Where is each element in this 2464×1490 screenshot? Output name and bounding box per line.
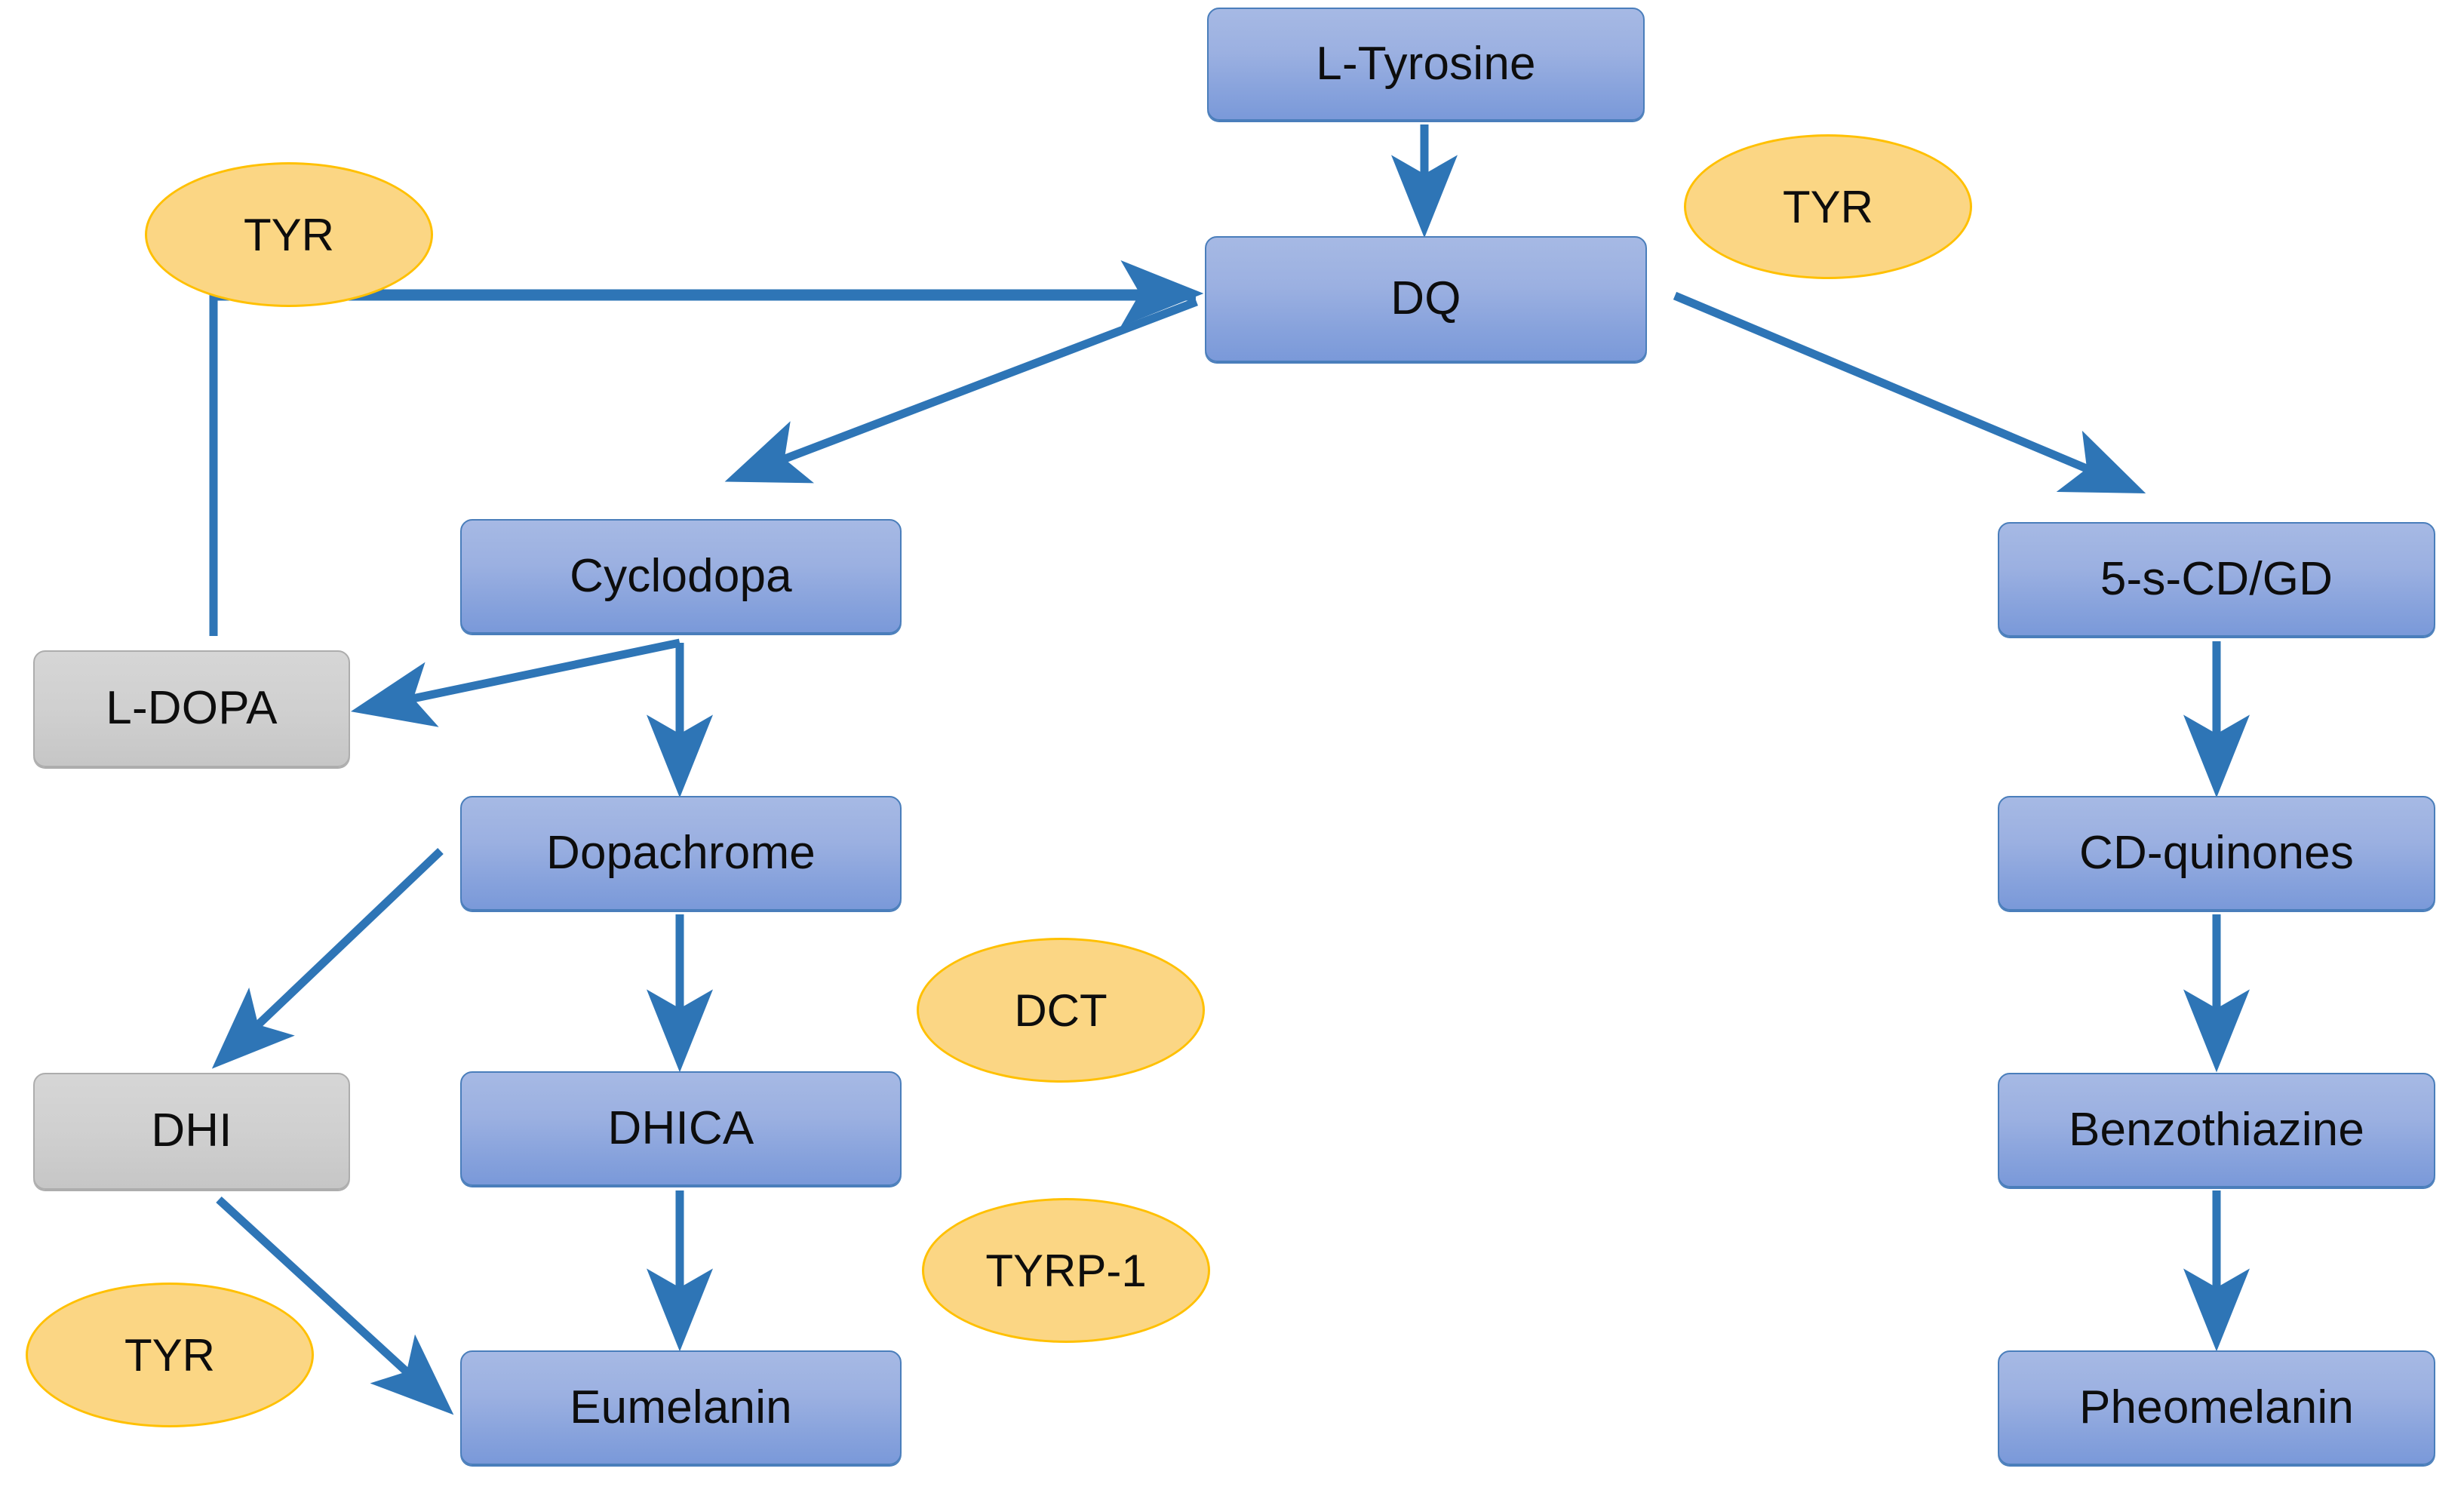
node-dhi[interactable]: DHI	[33, 1073, 350, 1190]
node-label: CD-quinones	[2078, 826, 2355, 879]
enzyme-tyr-right[interactable]: TYR	[1684, 134, 1972, 279]
node-label: L-Tyrosine	[1316, 37, 1536, 90]
enzyme-label: TYR	[244, 209, 334, 260]
node-label: Cyclodopa	[570, 549, 792, 602]
node-label: Eumelanin	[570, 1381, 792, 1433]
edge-dq-to-5-s-cd-gd	[1673, 291, 2146, 493]
enzyme-label: DCT	[1014, 985, 1108, 1036]
node-5-s-cd-gd[interactable]: 5-s-CD/GD	[1998, 522, 2435, 637]
edge-dq-to-cyclodopa	[724, 297, 1198, 484]
node-label: DQ	[1390, 272, 1461, 325]
enzyme-label: TYR	[124, 1329, 215, 1381]
enzyme-tyr-left[interactable]: TYR	[145, 162, 433, 307]
node-dopachrome[interactable]: Dopachrome	[460, 796, 902, 911]
node-l-tyrosine[interactable]: L-Tyrosine	[1207, 8, 1645, 121]
node-label: Pheomelanin	[2078, 1381, 2355, 1433]
node-label: DHICA	[607, 1101, 754, 1154]
node-label: 5-s-CD/GD	[2100, 552, 2333, 605]
edge-dopachrome-to-dhi	[211, 848, 444, 1069]
node-dq[interactable]: DQ	[1205, 236, 1647, 362]
node-dhica[interactable]: DHICA	[460, 1071, 902, 1186]
enzyme-dct[interactable]: DCT	[917, 938, 1205, 1083]
node-label: DHI	[151, 1104, 232, 1157]
enzyme-label: TYR	[1783, 181, 1873, 232]
node-cd-quinones[interactable]: CD-quinones	[1998, 796, 2435, 911]
edge-cyclodopa-to-l-dopa	[350, 638, 681, 727]
enzyme-tyrp-1[interactable]: TYRP-1	[922, 1198, 1210, 1343]
node-label: Dopachrome	[546, 826, 816, 879]
node-label: L-DOPA	[106, 682, 278, 735]
enzyme-tyr-bottom[interactable]: TYR	[26, 1283, 314, 1427]
enzyme-label: TYRP-1	[985, 1245, 1147, 1296]
node-eumelanin[interactable]: Eumelanin	[460, 1350, 902, 1465]
node-benzothiazine[interactable]: Benzothiazine	[1998, 1073, 2435, 1187]
node-cyclodopa[interactable]: Cyclodopa	[460, 519, 902, 634]
node-label: Benzothiazine	[2068, 1103, 2365, 1156]
node-l-dopa[interactable]: L-DOPA	[33, 650, 350, 767]
node-pheomelanin[interactable]: Pheomelanin	[1998, 1350, 2435, 1465]
